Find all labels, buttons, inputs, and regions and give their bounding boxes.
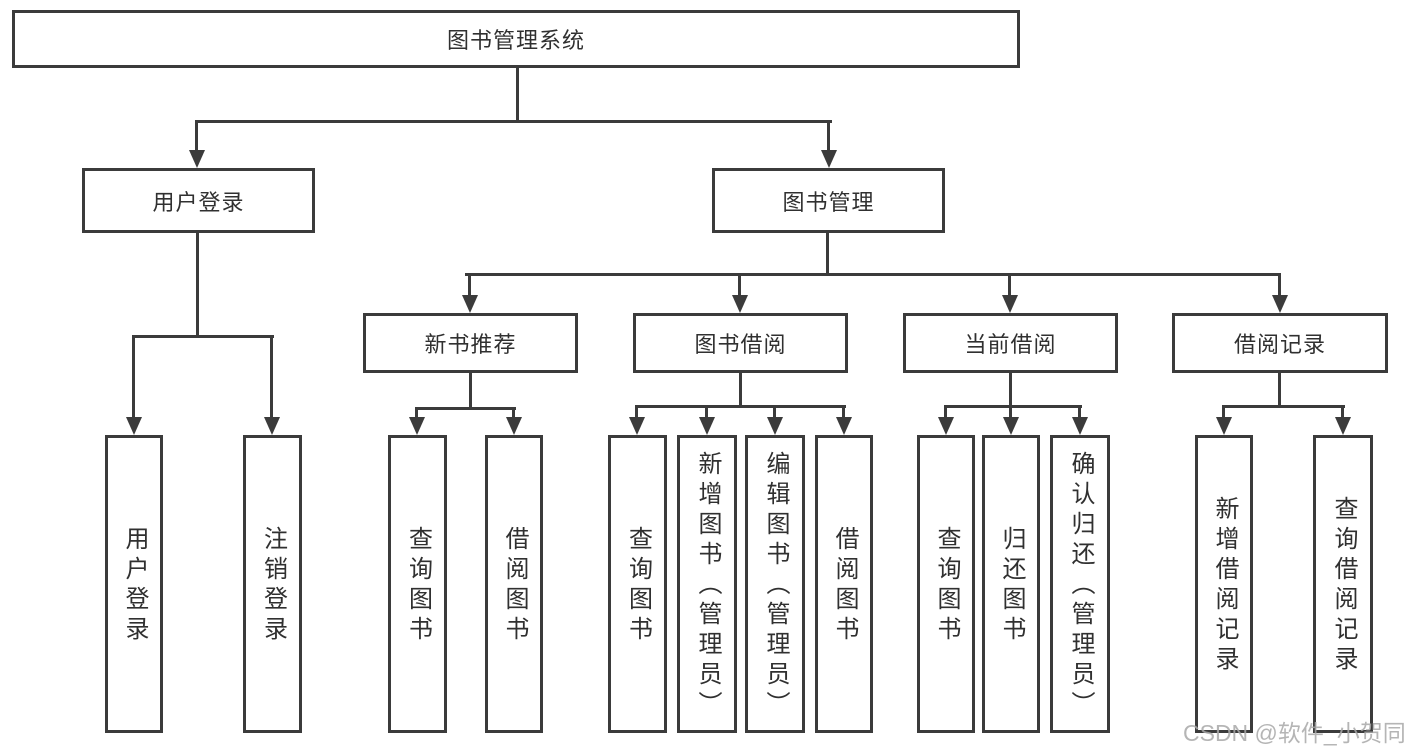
- node-user-login: 用户登录: [82, 168, 315, 233]
- connector-line: [1222, 405, 1225, 420]
- arrow-down-icon: [1072, 417, 1088, 435]
- connector-line: [132, 335, 274, 338]
- node-add-book-admin: 新增图书（管理员）: [677, 435, 737, 733]
- connector-line: [1341, 405, 1344, 420]
- arrow-down-icon: [1002, 295, 1018, 313]
- connector-line: [196, 233, 199, 335]
- node-new-book-recommendation: 新书推荐: [363, 313, 578, 373]
- connector-line: [944, 405, 1082, 408]
- arrow-down-icon: [189, 150, 205, 168]
- node-borrow-books: 借阅图书: [815, 435, 873, 733]
- arrow-down-icon: [1272, 295, 1288, 313]
- connector-line: [826, 233, 829, 273]
- node-query-books-current: 查询图书: [917, 435, 975, 733]
- arrow-down-icon: [409, 417, 425, 435]
- node-query-books-recommend: 查询图书: [388, 435, 447, 733]
- connector-line: [944, 405, 947, 420]
- connector-line: [773, 405, 776, 420]
- connector-line: [1278, 273, 1281, 298]
- connector-line: [132, 335, 135, 419]
- node-borrow-books-recommend: 借阅图书: [485, 435, 543, 733]
- connector-line: [635, 405, 638, 420]
- connector-line: [739, 373, 742, 407]
- node-book-management: 图书管理: [712, 168, 945, 233]
- connector-line: [469, 373, 472, 409]
- arrow-down-icon: [821, 150, 837, 168]
- node-return-book: 归还图书: [982, 435, 1040, 733]
- node-add-borrow-record: 新增借阅记录: [1195, 435, 1253, 733]
- arrow-down-icon: [1335, 417, 1351, 435]
- connector-line: [1009, 405, 1012, 420]
- node-library-management-system: 图书管理系统: [12, 10, 1020, 68]
- connector-line: [1222, 405, 1345, 408]
- node-current-borrowing: 当前借阅: [903, 313, 1118, 373]
- connector-line: [465, 273, 1281, 276]
- node-logout: 注销登录: [243, 435, 302, 733]
- connector-line: [512, 407, 515, 420]
- node-edit-book-admin: 编辑图书（管理员）: [745, 435, 805, 733]
- arrow-down-icon: [264, 417, 280, 435]
- node-query-books-borrow: 查询图书: [608, 435, 667, 733]
- connector-line: [270, 335, 273, 419]
- node-book-borrowing: 图书借阅: [633, 313, 848, 373]
- connector-line: [705, 405, 708, 420]
- connector-line: [195, 120, 198, 153]
- connector-line: [1009, 373, 1012, 407]
- connector-line: [415, 407, 418, 420]
- connector-line: [1008, 273, 1011, 298]
- arrow-down-icon: [732, 295, 748, 313]
- arrow-down-icon: [767, 417, 783, 435]
- arrow-down-icon: [699, 417, 715, 435]
- connector-line: [842, 405, 845, 420]
- connector-line: [827, 120, 830, 153]
- connector-line: [1078, 405, 1081, 420]
- node-confirm-return-admin: 确认归还（管理员）: [1050, 435, 1110, 733]
- connector-line: [196, 120, 832, 123]
- arrow-down-icon: [938, 417, 954, 435]
- arrow-down-icon: [1216, 417, 1232, 435]
- arrow-down-icon: [506, 417, 522, 435]
- connector-line: [516, 68, 519, 120]
- connector-line: [636, 405, 846, 408]
- connector-line: [468, 273, 471, 298]
- node-user-login-leaf: 用户登录: [105, 435, 163, 733]
- arrow-down-icon: [836, 417, 852, 435]
- arrow-down-icon: [1003, 417, 1019, 435]
- connector-line: [416, 407, 516, 410]
- csdn-watermark: CSDN @软件_小贺同学: [1183, 720, 1405, 746]
- arrow-down-icon: [629, 417, 645, 435]
- connector-line: [1278, 373, 1281, 407]
- arrow-down-icon: [126, 417, 142, 435]
- connector-line: [738, 273, 741, 298]
- arrow-down-icon: [462, 295, 478, 313]
- node-borrowing-records: 借阅记录: [1172, 313, 1388, 373]
- node-query-borrow-record: 查询借阅记录: [1313, 435, 1373, 733]
